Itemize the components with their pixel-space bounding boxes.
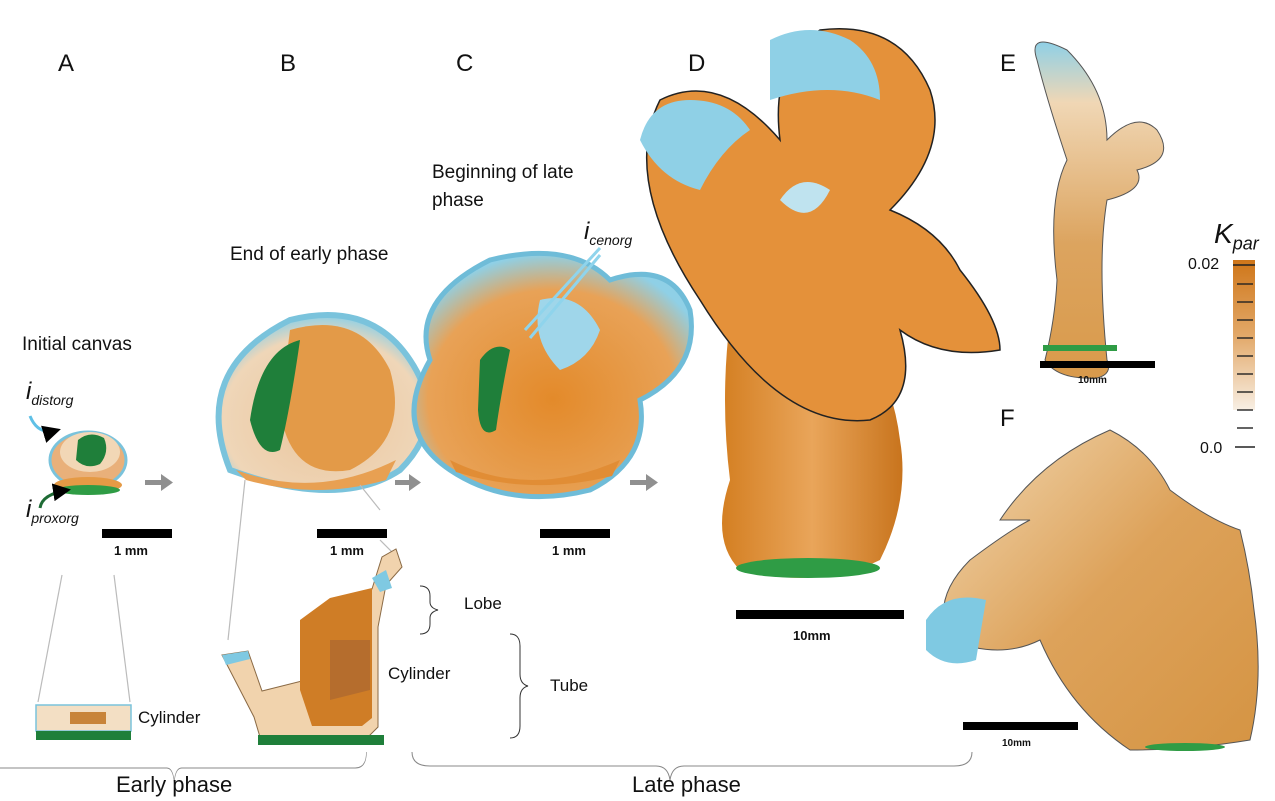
label-lobe: Lobe bbox=[464, 594, 502, 614]
panel-label-b: B bbox=[280, 50, 296, 78]
zoom-line bbox=[114, 575, 130, 702]
label-late-phase: Late phase bbox=[632, 772, 741, 798]
scale-label-d: 10mm bbox=[793, 628, 831, 643]
label-early-phase: Early phase bbox=[116, 772, 232, 798]
scale-label-b: 1 mm bbox=[330, 543, 364, 558]
panel-d-flower bbox=[640, 29, 1000, 578]
zoom-line bbox=[228, 480, 245, 640]
label-cylinder-b: Cylinder bbox=[388, 664, 450, 684]
label-cenorg: icenorg bbox=[584, 218, 632, 248]
zoom-line bbox=[38, 575, 62, 702]
panel-label-f: F bbox=[1000, 405, 1015, 433]
panel-label-a: A bbox=[58, 50, 74, 78]
caption-beginning-late-1: Beginning of late bbox=[432, 162, 574, 184]
tube-brace bbox=[510, 634, 528, 738]
panel-a-cylinder bbox=[36, 705, 131, 740]
caption-beginning-late-2: phase bbox=[432, 190, 484, 212]
label-distorg: idistorg bbox=[26, 378, 73, 408]
caption-end-early: End of early phase bbox=[230, 244, 388, 266]
scale-label-a: 1 mm bbox=[114, 543, 148, 558]
panel-c-flower bbox=[414, 253, 691, 496]
panel-a-canvas bbox=[50, 432, 126, 495]
label-cylinder-a: Cylinder bbox=[138, 708, 200, 728]
lobe-brace bbox=[420, 586, 438, 634]
label-proxorg: iproxorg bbox=[26, 496, 79, 526]
colorbar bbox=[1233, 260, 1255, 410]
colorbar-max: 0.02 bbox=[1188, 256, 1219, 274]
scale-label-e: 10mm bbox=[1078, 375, 1107, 386]
scale-label-c: 1 mm bbox=[552, 543, 586, 558]
caption-initial-canvas: Initial canvas bbox=[22, 334, 132, 356]
panel-b-section bbox=[222, 549, 402, 745]
colorbar-title: Kpar bbox=[1214, 218, 1259, 255]
panel-label-d: D bbox=[688, 50, 705, 78]
panel-f-flower bbox=[926, 430, 1258, 751]
label-tube: Tube bbox=[550, 676, 588, 696]
panel-b-flower bbox=[219, 315, 428, 490]
distorg-arrow bbox=[30, 416, 58, 431]
zoom-line bbox=[360, 485, 380, 510]
colorbar-min: 0.0 bbox=[1200, 440, 1222, 458]
panel-e-flower bbox=[1035, 42, 1164, 378]
panel-label-c: C bbox=[456, 50, 473, 78]
scale-label-f: 10mm bbox=[1002, 738, 1031, 749]
panel-label-e: E bbox=[1000, 50, 1016, 78]
